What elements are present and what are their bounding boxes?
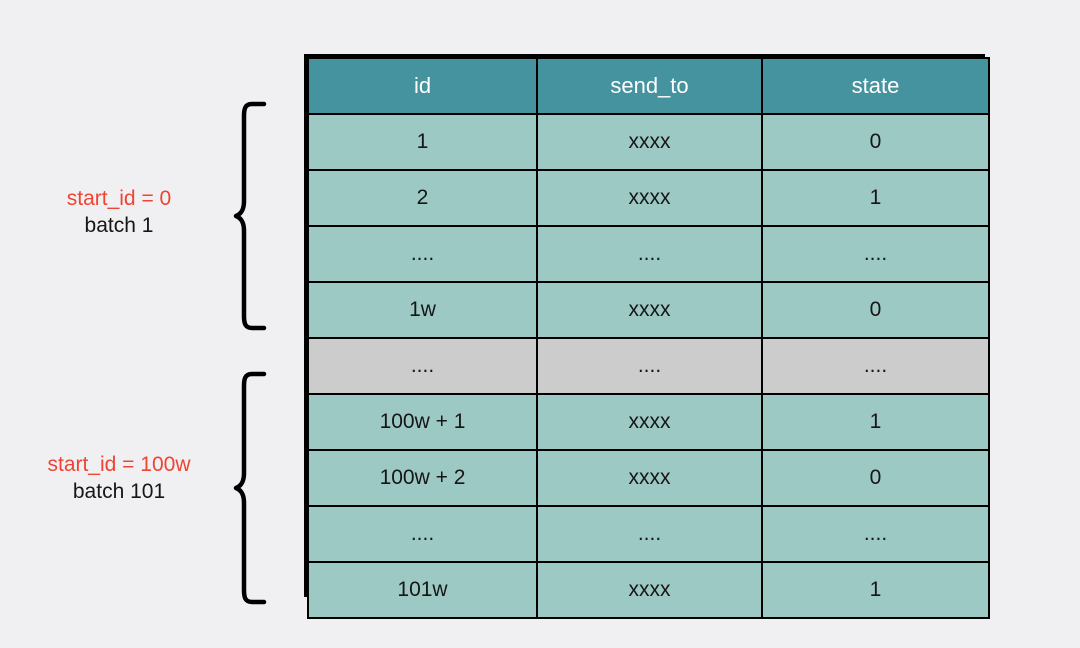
cell-state: .... [761,337,990,395]
cell-send-to: xxxx [536,561,763,619]
cell-state: 0 [761,449,990,507]
cell-send-to: xxxx [536,169,763,227]
curly-brace-icon-batch-101 [230,370,270,606]
table-row: .... .... .... [307,225,990,283]
table-row: 1 xxxx 0 [307,113,990,171]
batch-label: batch 1 [84,213,154,237]
cell-send-to: xxxx [536,393,763,451]
column-header-state: state [761,57,990,115]
cell-id: .... [307,337,538,395]
table-header-row: id send_to state [307,57,990,115]
cell-send-to: .... [536,505,763,563]
cell-state: .... [761,505,990,563]
cell-state: 1 [761,169,990,227]
batch-label: batch 101 [72,479,166,503]
table-row: .... .... .... [307,505,990,563]
table-row: 101w xxxx 1 [307,561,990,619]
start-id-label: start_id = 0 [66,187,172,210]
table-row-gap: .... .... .... [307,337,990,395]
group-label-batch-1: start_id = 0 batch 1 [10,186,228,240]
cell-id: 101w [307,561,538,619]
database-table: id send_to state 1 xxxx 0 2 xxxx 1 .... [307,57,990,619]
start-id-label: start_id = 100w [47,453,191,476]
cell-state: 1 [761,561,990,619]
cell-id: .... [307,505,538,563]
table-body: 1 xxxx 0 2 xxxx 1 .... .... .... 1w xxxx [307,113,990,619]
cell-id: 100w + 1 [307,393,538,451]
cell-state: 0 [761,113,990,171]
group-label-batch-101: start_id = 100w batch 101 [10,452,228,506]
curly-brace-icon-batch-1 [230,100,270,332]
column-header-id: id [307,57,538,115]
cell-id: 1 [307,113,538,171]
table-header: id send_to state [307,57,990,115]
cell-id: 2 [307,169,538,227]
cell-send-to: .... [536,337,763,395]
cell-state: 0 [761,281,990,339]
cell-send-to: xxxx [536,113,763,171]
table-row: 1w xxxx 0 [307,281,990,339]
table-row: 100w + 2 xxxx 0 [307,449,990,507]
cell-id: 1w [307,281,538,339]
cell-send-to: .... [536,225,763,283]
table-row: 100w + 1 xxxx 1 [307,393,990,451]
table-row: 2 xxxx 1 [307,169,990,227]
cell-send-to: xxxx [536,281,763,339]
database-table-container: id send_to state 1 xxxx 0 2 xxxx 1 .... [304,54,990,619]
cell-state: 1 [761,393,990,451]
cell-id: .... [307,225,538,283]
cell-state: .... [761,225,990,283]
column-header-send-to: send_to [536,57,763,115]
cell-id: 100w + 2 [307,449,538,507]
cell-send-to: xxxx [536,449,763,507]
